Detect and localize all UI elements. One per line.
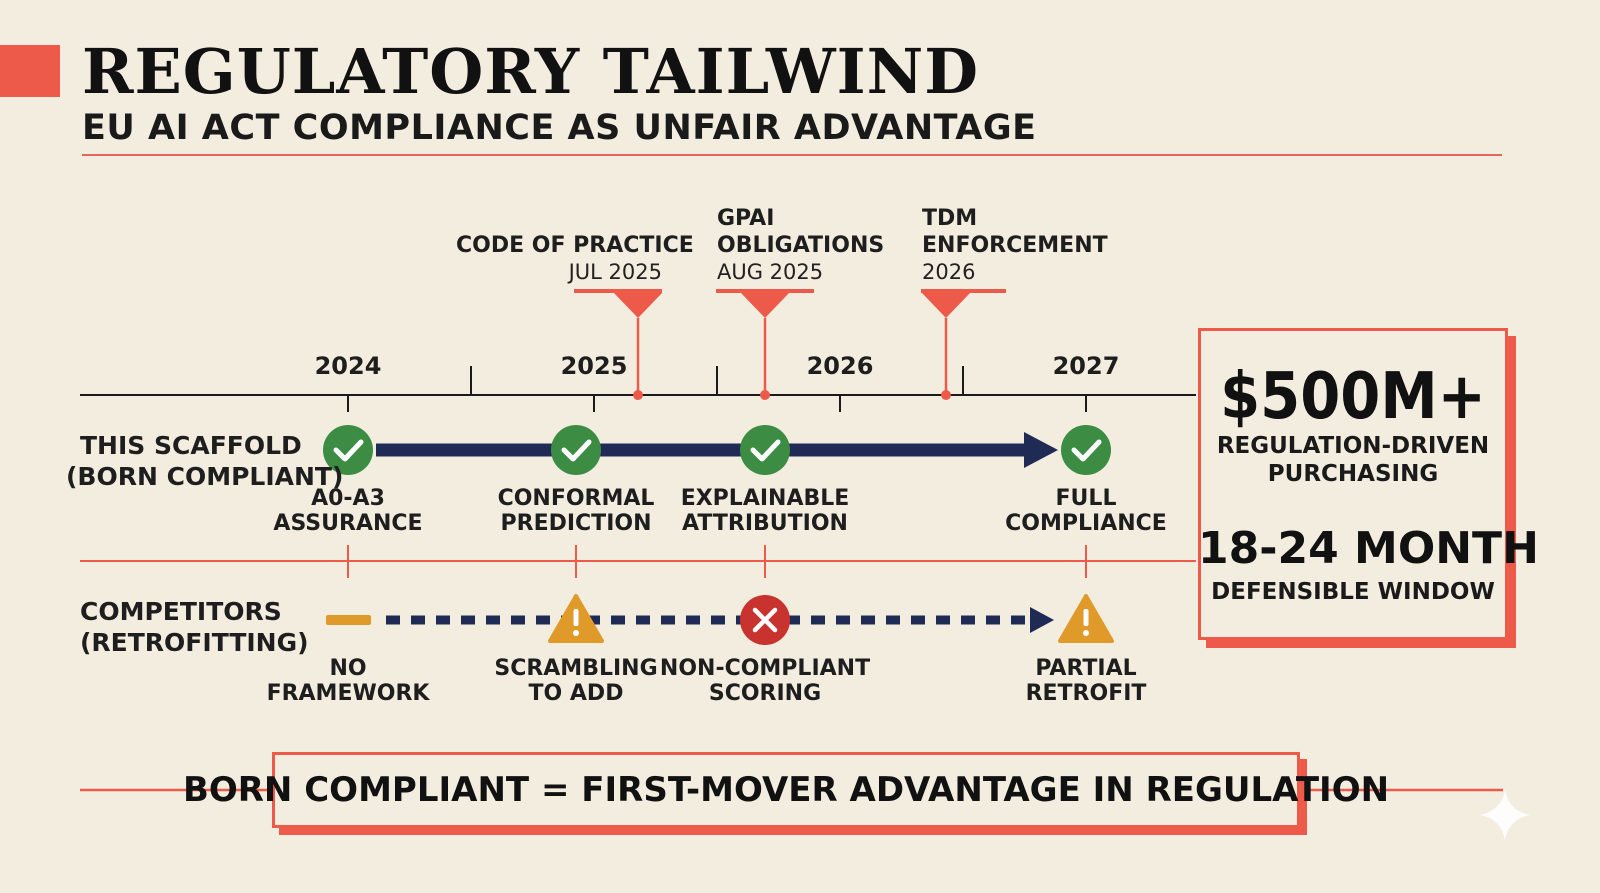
warning-icon	[1058, 594, 1114, 643]
stat-label-line: PURCHASING	[1267, 461, 1439, 487]
row-label-competitors-sub: (RETROFITTING)	[80, 628, 309, 657]
check-icon	[323, 425, 373, 475]
event-name: GPAI	[717, 206, 775, 231]
milestone-label: EXPLAINABLE ATTRIBUTION	[681, 486, 850, 536]
check-icon	[740, 425, 790, 475]
milestone-label: NO FRAMEWORK	[267, 656, 430, 706]
year-label: 2024	[314, 352, 382, 380]
milestone-label-line: NO	[329, 656, 367, 681]
page-subtitle: EU AI ACT COMPLIANCE AS UNFAIR ADVANTAGE	[82, 108, 1037, 148]
event-date: 2026	[922, 260, 976, 284]
milestone-label-line: PARTIAL	[1035, 656, 1137, 681]
check-icon	[551, 425, 601, 475]
page-title: REGULATORY TAILWIND	[82, 35, 980, 108]
event-name: ENFORCEMENT	[922, 233, 1108, 258]
milestone-label-line: TO ADD	[528, 681, 624, 706]
footer-text: BORN COMPLIANT = FIRST-MOVER ADVANTAGE I…	[182, 770, 1390, 810]
milestone-label-line: RETROFIT	[1025, 681, 1147, 706]
milestone-label-line: ASSURANCE	[273, 511, 423, 536]
stat-value-window: 18-24 MONTH	[1198, 523, 1539, 574]
milestone-label: CONFORMAL PREDICTION	[498, 486, 655, 536]
milestone-label-line: EXPLAINABLE	[680, 486, 850, 511]
sparkle-icon	[1480, 790, 1530, 840]
row-label-scaffold: THIS SCAFFOLD	[80, 430, 302, 461]
competitor-arrow-head	[1030, 607, 1054, 633]
header-divider	[82, 154, 1502, 156]
milestone-label: A0-A3 ASSURANCE	[273, 486, 422, 536]
milestone-label-line: COMPLIANCE	[1005, 511, 1167, 536]
event-name: TDM	[922, 206, 978, 231]
stat-label-line: REGULATION-DRIVEN	[1216, 433, 1490, 459]
event-tdm: TDM ENFORCEMENT 2026	[922, 205, 1108, 285]
event-name: OBLIGATIONS	[717, 233, 885, 258]
event-date: AUG 2025	[717, 260, 824, 284]
milestone-label-line: CONFORMAL	[497, 486, 655, 511]
milestone-label: NON-COMPLIANT SCORING	[660, 656, 870, 706]
row-label-scaffold-sub: (BORN COMPLIANT)	[66, 462, 344, 491]
event-gpai: GPAI OBLIGATIONS AUG 2025	[717, 205, 884, 285]
row-label-line: THIS SCAFFOLD	[80, 431, 302, 460]
scaffold-arrow-head	[1024, 432, 1058, 468]
year-label: 2026	[806, 352, 874, 380]
milestone-label-line: A0-A3	[311, 486, 385, 511]
stat-value-market: $500M+	[1220, 360, 1486, 434]
milestone-label: FULL COMPLIANCE	[1005, 486, 1167, 536]
milestone-label: SCRAMBLING TO ADD	[494, 656, 657, 706]
warning-icon	[548, 594, 604, 643]
header-accent-tab	[0, 45, 60, 97]
stat-label-market: REGULATION-DRIVEN PURCHASING	[1198, 432, 1508, 488]
milestone-label-line: SCRAMBLING	[494, 656, 658, 681]
year-label: 2025	[560, 352, 628, 380]
dash-icon	[326, 615, 371, 625]
stat-label-window: DEFENSIBLE WINDOW	[1211, 579, 1495, 605]
footer-callout: BORN COMPLIANT = FIRST-MOVER ADVANTAGE I…	[183, 752, 1389, 828]
event-marker-tdm	[921, 289, 1006, 400]
row-label-competitors: COMPETITORS	[80, 597, 282, 626]
milestone-label-line: NON-COMPLIANT	[659, 656, 871, 681]
stats-box	[1198, 328, 1508, 640]
milestone-label-line: FRAMEWORK	[266, 681, 430, 706]
event-code-of-practice: CODE OF PRACTICE JUL 2025	[456, 232, 694, 285]
event-marker-code-of-practice	[574, 289, 662, 400]
year-label: 2027	[1052, 352, 1120, 380]
event-name: CODE OF PRACTICE	[456, 233, 694, 258]
milestone-label-line: FULL	[1055, 486, 1117, 511]
milestone-label-line: SCORING	[708, 681, 822, 706]
event-marker-gpai	[716, 289, 814, 400]
milestone-label-line: PREDICTION	[500, 511, 652, 536]
milestone-label-line: ATTRIBUTION	[682, 511, 848, 536]
error-icon	[740, 595, 790, 645]
check-icon	[1061, 425, 1111, 475]
event-date: JUL 2025	[568, 260, 662, 284]
milestone-label: PARTIAL RETROFIT	[1026, 656, 1147, 706]
